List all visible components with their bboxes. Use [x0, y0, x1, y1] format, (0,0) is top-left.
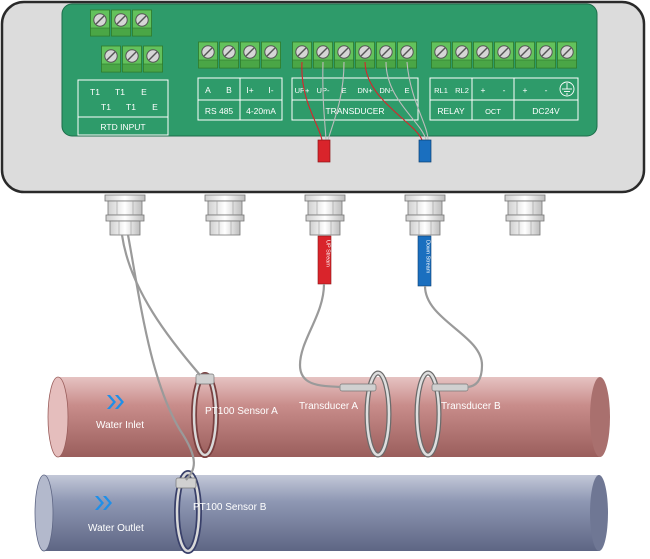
- internal-wires: [301, 61, 429, 141]
- transducer-label-e2: E: [404, 86, 409, 95]
- external-cables: [120, 234, 484, 481]
- downstream-cable-tag: Down Stream: [417, 235, 432, 287]
- dc-label-plus: +: [523, 85, 528, 95]
- transducer-a-clamp: [364, 370, 392, 458]
- upstream-connector: [317, 139, 331, 163]
- dc-group-label: DC24V: [532, 106, 560, 116]
- pt100-sensor-a-label: PT100 Sensor A: [205, 406, 278, 417]
- water-inlet-label: Water Inlet: [96, 420, 144, 431]
- dc-label-minus: -: [545, 85, 548, 95]
- cable-gland-5: [504, 194, 546, 236]
- current-group-label: 4-20mA: [246, 106, 276, 116]
- pt100-sensor-b-label: PT100 Sensor B: [193, 502, 267, 513]
- relay-power-terminal-block: RL1 RL2 + - + - RELAY OCT DC24V: [429, 41, 579, 121]
- oct-label-minus: -: [503, 85, 506, 95]
- current-label-plus: I+: [246, 85, 253, 95]
- transducer-b-body: [431, 383, 469, 392]
- svg-text:UP Stream: UP Stream: [325, 240, 331, 267]
- transducer-a-body: [339, 383, 377, 392]
- relay-label-rl1: RL1: [434, 86, 448, 95]
- transducer-b-label: Transducer B: [441, 401, 501, 412]
- transducer-b-clamp: [414, 370, 442, 458]
- rs485-label-b: B: [226, 85, 232, 95]
- svg-text:Down Stream: Down Stream: [425, 240, 431, 274]
- cable-gland-2: [204, 194, 246, 236]
- transducer-label-up-plus: UP+: [295, 86, 310, 95]
- rtd-top-label-3: E: [141, 87, 147, 97]
- rtd-bottom-label-3: E: [152, 102, 158, 112]
- cable-gland-downstream: [404, 194, 446, 236]
- transducer-label-dn-plus: DN+: [357, 86, 373, 95]
- upstream-cable-tag: UP Stream: [317, 235, 332, 285]
- ground-icon: [559, 81, 575, 97]
- cable-gland-upstream: [304, 194, 346, 236]
- rs485-label-a: A: [205, 85, 211, 95]
- rtd-bottom-label-1: T1: [101, 102, 111, 112]
- pt100-a-body: [195, 373, 215, 385]
- transducer-label-e1: E: [341, 86, 346, 95]
- water-outlet-pipe: [34, 474, 608, 552]
- rtd-group-label: RTD INPUT: [100, 122, 145, 132]
- oct-label-plus: +: [481, 85, 486, 95]
- rs485-group-label: RS 485: [205, 106, 234, 116]
- transducer-group-label: TRANSDUCER: [325, 106, 384, 116]
- oct-group-label: OCT: [485, 107, 501, 116]
- rtd-top-label-1: T1: [90, 87, 100, 97]
- water-outlet-label: Water Outlet: [88, 523, 144, 534]
- transducer-a-label: Transducer A: [299, 401, 358, 412]
- transducer-label-dn-minus: DN-: [379, 86, 393, 95]
- downstream-connector: [418, 139, 432, 163]
- water-inlet-pipe: [47, 376, 610, 458]
- rs485-current-terminal-block: A B I+ I- RS 485 4-20mA: [197, 41, 283, 121]
- rtd-top-label-2: T1: [115, 87, 125, 97]
- current-label-minus: I-: [268, 85, 273, 95]
- rtd-bottom-label-2: T1: [126, 102, 136, 112]
- relay-group-label: RELAY: [437, 106, 465, 116]
- relay-label-rl2: RL2: [455, 86, 469, 95]
- pt100-b-body: [175, 477, 197, 489]
- rtd-terminal-block: T1 T1 E T1 T1 E RTD INPUT: [77, 9, 169, 136]
- pt100-b-clamp: [174, 470, 202, 554]
- cable-gland-rtd: [104, 194, 146, 236]
